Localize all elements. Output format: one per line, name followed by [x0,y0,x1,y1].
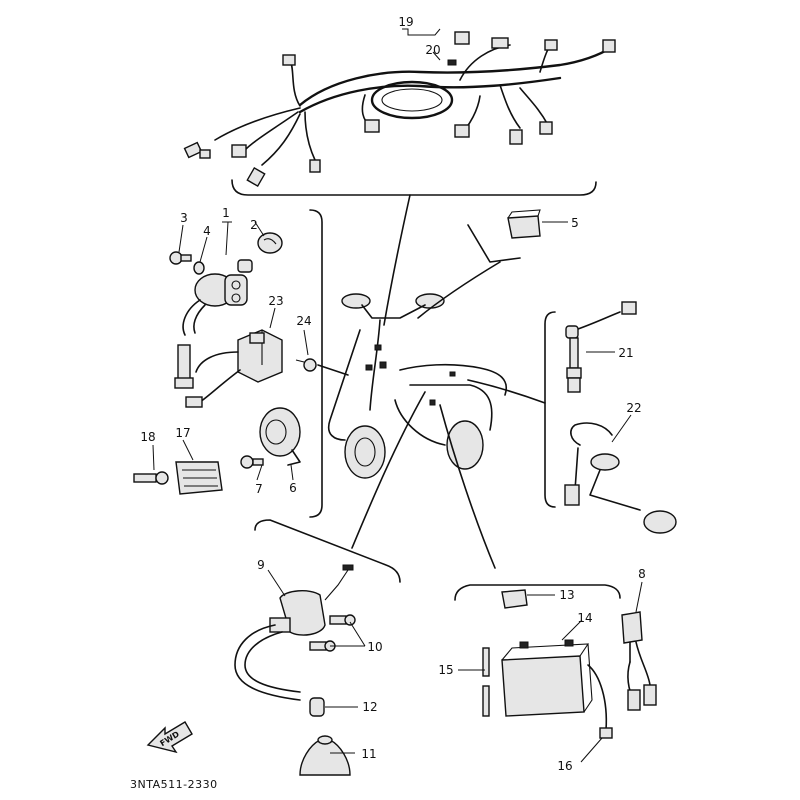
right-group-bracket [544,311,556,508]
callout-4: 4 [203,224,211,238]
callout-8: 8 [638,567,646,581]
bolt-24 [295,358,317,372]
fuse-13 [501,589,528,609]
fuse-holder-8 [621,611,657,711]
horn [259,407,301,466]
washer-4 [193,261,205,275]
bolts-10 [309,614,356,652]
relay-5 [507,209,541,239]
callout-11: 11 [361,747,376,761]
callout-12: 12 [362,700,377,714]
relay-bracket [467,224,521,263]
leader-relay [417,261,501,319]
fwd-arrow-icon [146,721,193,754]
callout-14: 14 [577,611,592,625]
callout-24: 24 [296,314,311,328]
scooter-silhouette [327,293,507,479]
callout-15: 15 [438,663,453,677]
leader-ignition [351,391,426,549]
spark-plug-cap [309,697,325,717]
battery-vent-tube [482,647,490,717]
callout-5: 5 [571,216,579,230]
leader-harness [383,194,411,326]
key-cover [257,232,283,254]
main-switch [182,259,253,336]
callout-10: 10 [367,640,382,654]
fuel-sender-22 [564,422,677,534]
callout-7: 7 [255,482,263,496]
screw-3 [169,251,192,265]
callout-22: 22 [626,401,641,415]
battery [501,639,613,739]
left-group-bracket [309,209,323,518]
callout-19: 19 [398,15,413,29]
callout-leaders [152,28,643,763]
battery-bracket [454,584,621,601]
callout-13: 13 [559,588,574,602]
ignition-coil [234,564,354,701]
sensor-21 [565,301,637,393]
callout-2: 2 [250,218,258,232]
wire-harness [183,31,616,196]
callout-16: 16 [557,759,572,773]
spark-plug-boot [299,735,351,776]
callout-20: 20 [425,43,440,57]
callout-6: 6 [289,481,297,495]
bolt-18 [133,471,169,485]
callout-3: 3 [180,211,188,225]
rectifier-regulator [175,461,223,495]
diagram-code: 3NTA511-2330 [130,778,218,791]
leader-left [317,364,349,376]
leader-battery [439,404,496,569]
callout-17: 17 [175,426,190,440]
bolt-7 [240,455,264,469]
relay-unit [174,329,283,408]
callout-9: 9 [257,558,265,572]
callout-23: 23 [268,294,283,308]
leader-right [467,379,546,404]
callout-21: 21 [618,346,633,360]
callout-1: 1 [222,206,230,220]
callout-18: 18 [140,430,155,444]
ignition-bracket [254,519,401,583]
